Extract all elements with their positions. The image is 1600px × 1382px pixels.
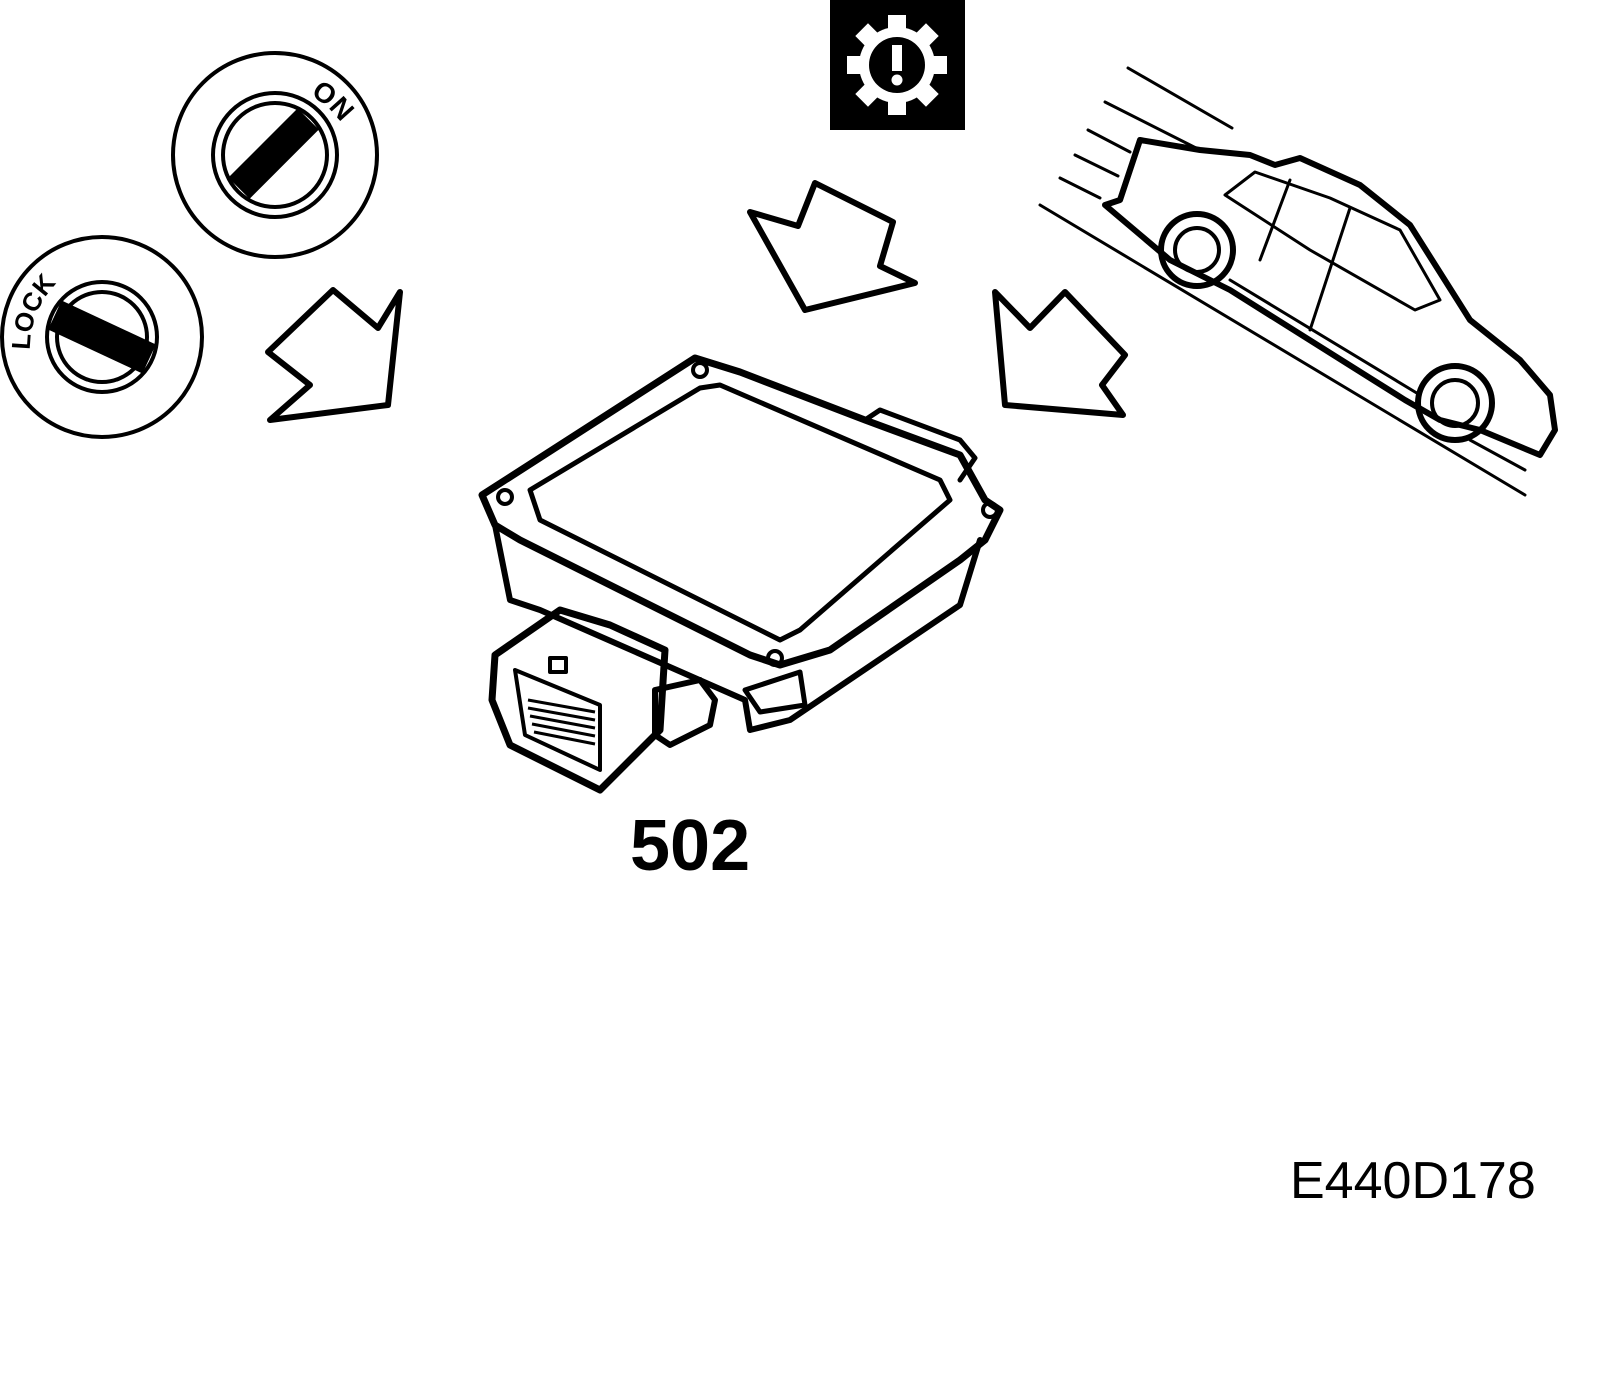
- gear-exclamation-icon: [830, 0, 965, 130]
- control-module-icon: [478, 354, 1004, 794]
- ignition-switch-on-icon: ON: [171, 51, 379, 259]
- arrow-from-warning-icon: [747, 180, 918, 313]
- figure-code-label: E440D178: [1290, 1152, 1536, 1210]
- ignition-switch-lock-icon: LOCK: [0, 235, 204, 439]
- part-number-label: 502: [630, 806, 751, 886]
- car-driving-icon: [1038, 66, 1558, 497]
- arrow-from-ignition-icon: [265, 287, 403, 423]
- arrow-from-vehicle-icon: [992, 289, 1128, 418]
